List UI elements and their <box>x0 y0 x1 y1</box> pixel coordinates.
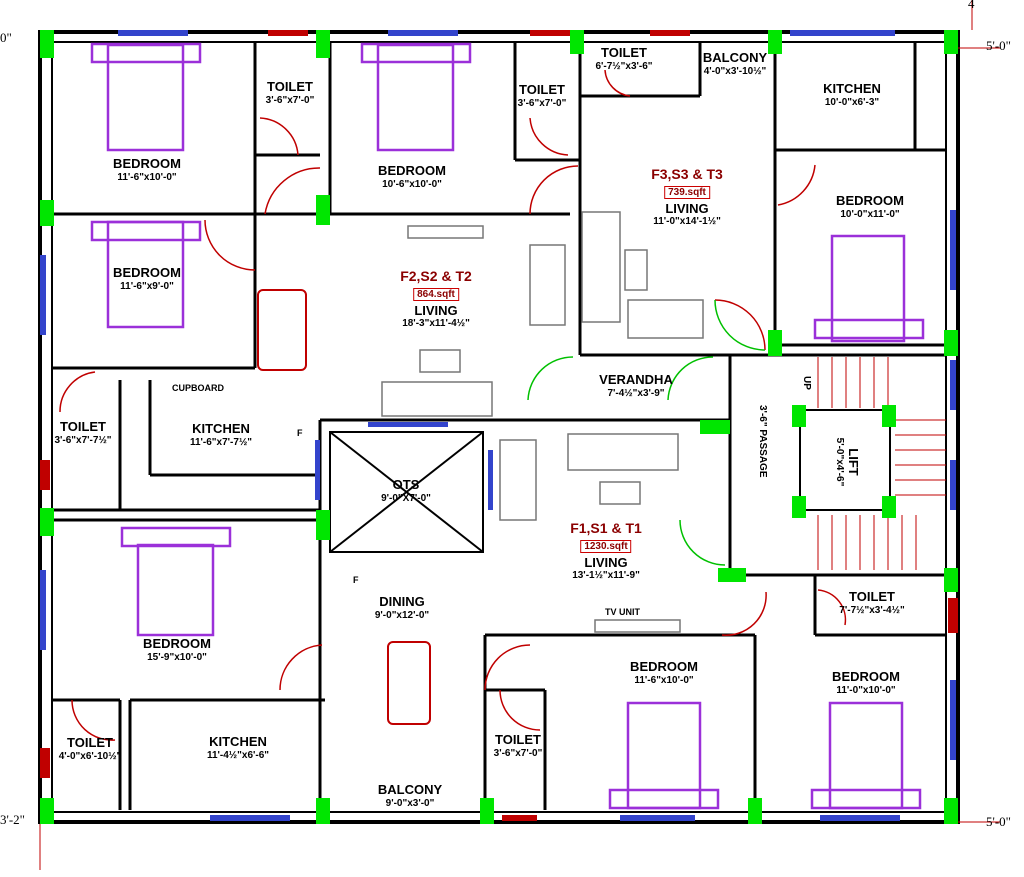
passage-label: 3'-6" PASSAGE <box>757 405 768 478</box>
fridge-label: F <box>297 428 303 438</box>
living-dims: 18'-3"x11'-4½" <box>402 318 470 329</box>
living-label: LIVING <box>584 555 628 570</box>
unit-area: 739.sqft <box>664 186 710 199</box>
setback-right-top: 5'-0" <box>986 38 1011 53</box>
tv-unit-label: TV UNIT <box>605 607 640 617</box>
fridge-label-2: F <box>353 575 359 585</box>
setback-top-right-v: 4 <box>968 0 975 11</box>
interior-walls <box>52 42 946 810</box>
windows <box>40 30 956 821</box>
setback-top-left: 0" <box>0 30 12 45</box>
door-swings <box>59 69 847 741</box>
unit-f2-label: F2,S2 & T2 864.sqft LIVING 18'-3"x11'-4½… <box>400 268 472 329</box>
setback-right-bottom: 5'-0" <box>986 814 1011 829</box>
setback-bottom-left: 3'-2" <box>0 812 25 827</box>
unit-f3-label: F3,S3 & T3 739.sqft LIVING 11'-0"x14'-1½… <box>651 166 723 227</box>
living-label: LIVING <box>414 303 458 318</box>
red-openings <box>40 30 958 821</box>
unit-name: F1,S1 & T1 <box>570 520 642 536</box>
grey-furniture <box>381 211 704 633</box>
living-label: LIVING <box>665 201 709 216</box>
dining-tables <box>257 289 431 725</box>
unit-f1-label: F1,S1 & T1 1230.sqft LIVING 13'-1½"x11'-… <box>570 520 642 581</box>
furniture <box>90 42 925 810</box>
lift-shaft <box>799 409 891 511</box>
unit-area: 864.sqft <box>413 288 459 301</box>
cupboard-label: CUPBOARD <box>172 383 225 393</box>
living-dims: 13'-1½"x11'-9" <box>572 570 640 581</box>
ots-void <box>329 431 484 553</box>
unit-name: F2,S2 & T2 <box>400 268 472 284</box>
unit-name: F3,S3 & T3 <box>651 166 723 182</box>
living-dims: 11'-0"x14'-1½" <box>653 216 721 227</box>
stair-up-label: UP <box>801 376 812 390</box>
outer-walls <box>38 30 960 824</box>
columns <box>40 30 958 824</box>
staircase <box>817 357 946 570</box>
unit-area: 1230.sqft <box>580 540 632 553</box>
green-doors <box>527 299 766 566</box>
setback-lines <box>39 0 1000 870</box>
